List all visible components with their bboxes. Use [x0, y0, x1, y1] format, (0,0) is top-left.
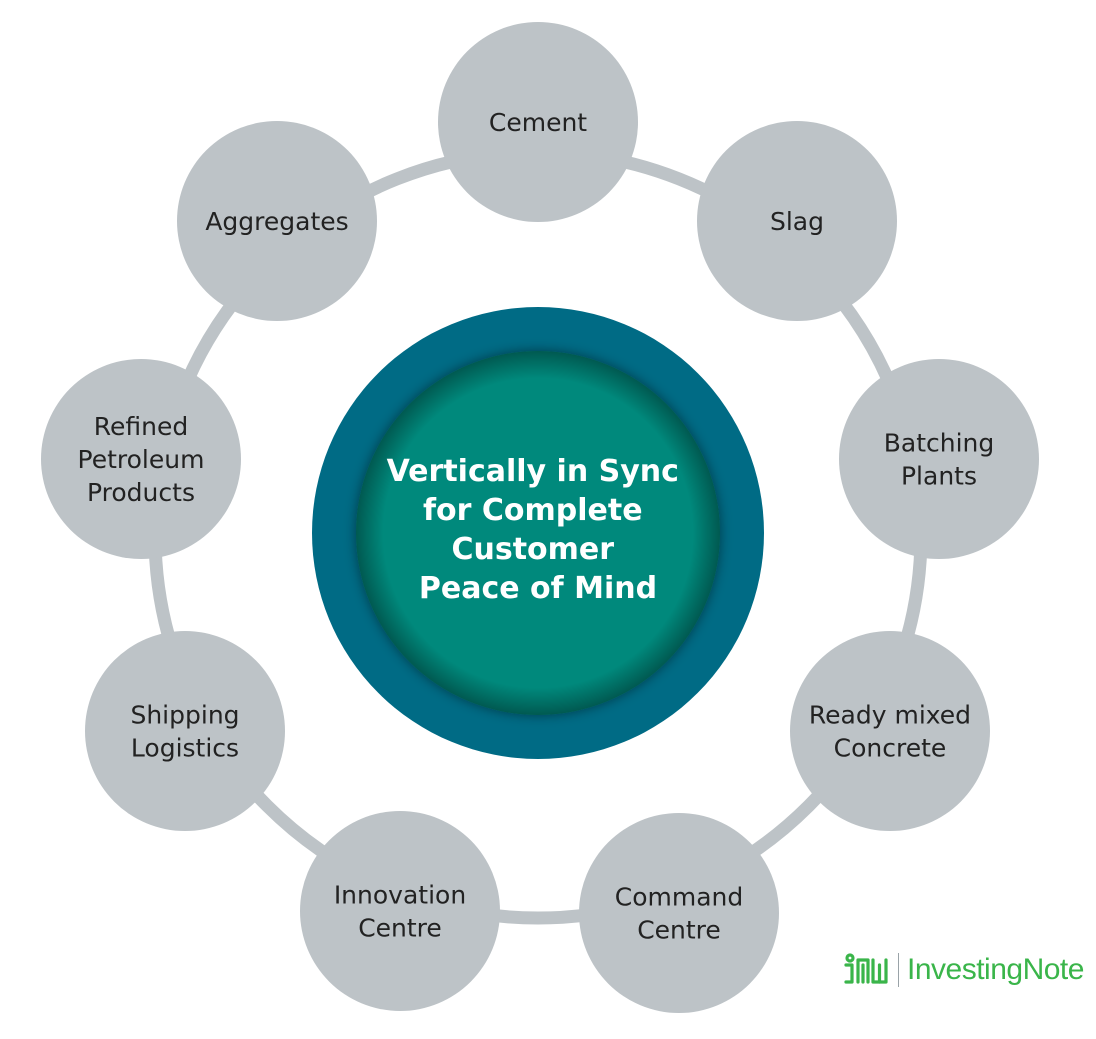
logo-text: InvestingNote — [907, 953, 1084, 986]
node-label-line: Petroleum — [78, 445, 205, 474]
node-label: Slag — [770, 207, 824, 236]
node-label-line: Command — [615, 883, 744, 912]
node-circle — [177, 121, 377, 321]
node-0: Cement — [438, 22, 638, 222]
node-label-line: Plants — [901, 462, 977, 491]
node-label-line: Aggregates — [205, 207, 348, 236]
node-circle — [300, 811, 500, 1011]
investingnote-logo: InvestingNote — [842, 950, 1084, 990]
node-label: Aggregates — [205, 207, 348, 236]
logo-divider — [898, 953, 899, 987]
node-label-line: Refined — [94, 412, 188, 441]
center-title-line-1: Vertically in Sync — [387, 454, 679, 489]
node-label-line: Shipping — [130, 701, 239, 730]
node-label-line: Centre — [358, 914, 442, 943]
investingnote-logo-icon — [844, 953, 888, 984]
center-title-line-3: Customer — [451, 532, 614, 567]
node-circle — [41, 359, 241, 559]
node-8: Aggregates — [177, 121, 377, 321]
center-title-line-2: for Complete — [423, 493, 643, 528]
node-label-line: Cement — [489, 108, 587, 137]
node-circle — [697, 121, 897, 321]
node-label: Cement — [489, 108, 587, 137]
center-inner-shade — [356, 351, 720, 715]
node-label-line: Batching — [884, 429, 995, 458]
center-title: Vertically in Sync for Complete Customer… — [387, 454, 690, 606]
node-circle — [438, 22, 638, 222]
node-circle — [85, 631, 285, 831]
center-title-line-4: Peace of Mind — [419, 571, 657, 606]
node-circle — [579, 813, 779, 1013]
node-label-line: Centre — [637, 916, 721, 945]
node-circle — [839, 359, 1039, 559]
node-label-line: Logistics — [131, 734, 239, 763]
node-label-line: Slag — [770, 207, 824, 236]
node-label-line: Innovation — [334, 881, 466, 910]
node-circle — [790, 631, 990, 831]
node-label-line: Products — [87, 478, 195, 507]
node-1: Slag — [697, 121, 897, 321]
node-label-line: Ready mixed — [809, 701, 971, 730]
center-hub: Vertically in Sync for Complete Customer… — [312, 307, 764, 759]
node-label-line: Concrete — [834, 734, 947, 763]
